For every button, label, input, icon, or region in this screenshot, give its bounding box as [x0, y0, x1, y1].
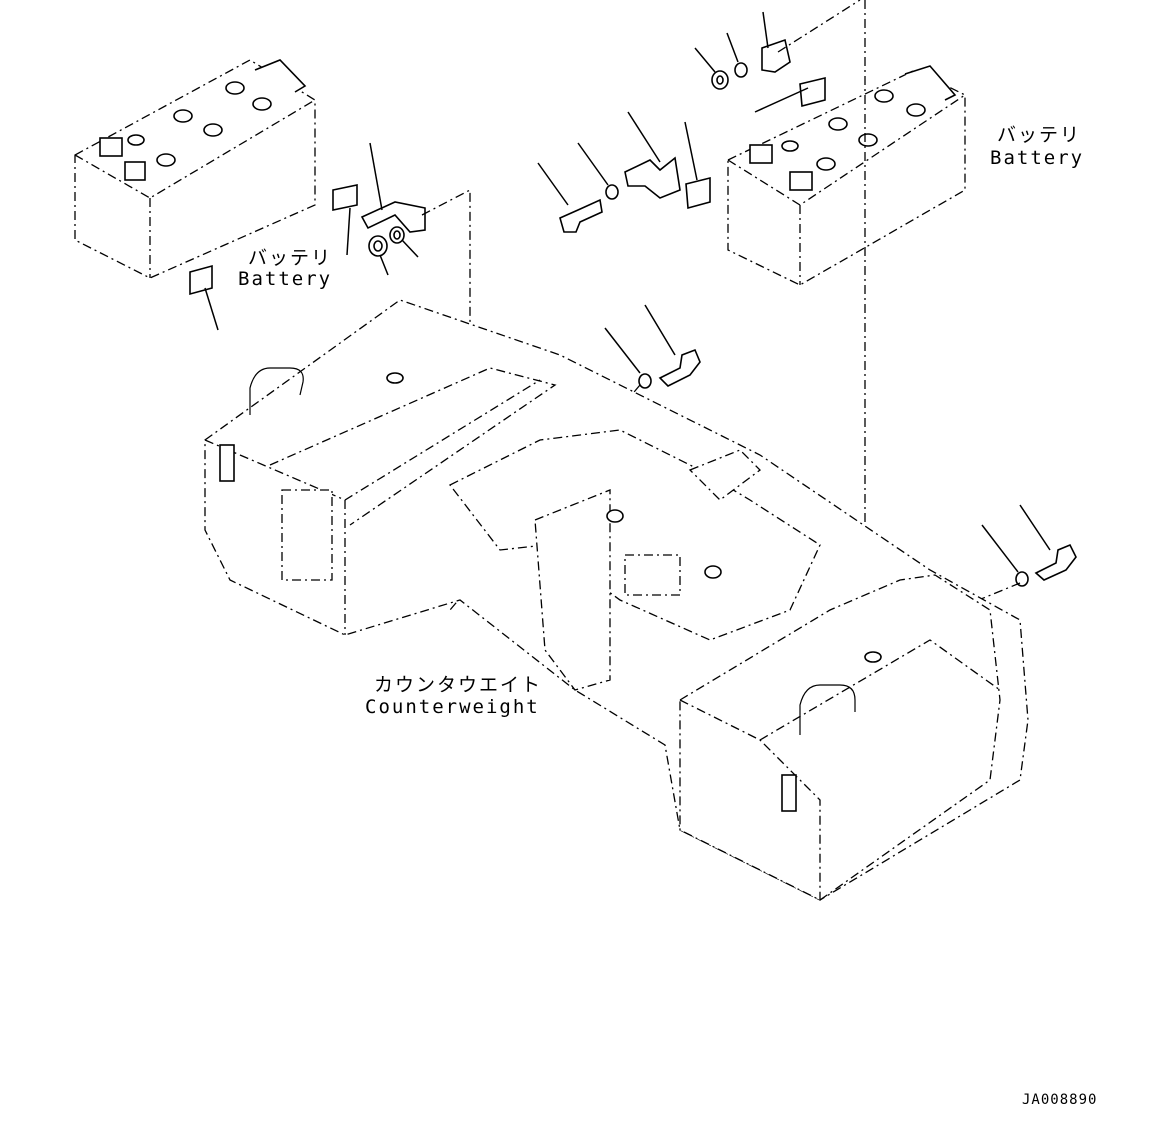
grommet-right-mid	[685, 176, 711, 210]
guide-line-right-top	[777, 0, 861, 53]
bolt-center	[658, 348, 701, 387]
washer-right-mid	[605, 184, 619, 200]
counterweight-label-en: Counterweight	[365, 696, 540, 718]
battery-left	[74, 59, 316, 279]
washer-far-right	[1015, 571, 1029, 587]
grommet-left-1	[332, 184, 358, 211]
counterweight	[204, 299, 1029, 901]
battery-left-label-jp: バッテリ	[248, 247, 333, 269]
grommet-right-top	[799, 76, 826, 108]
washer-center	[638, 373, 652, 389]
washer-left	[389, 226, 405, 244]
bracket-left	[360, 201, 426, 233]
bolt-far-right	[1034, 543, 1077, 581]
battery-right-label-en: Battery	[990, 147, 1085, 169]
leaders-right-top	[537, 11, 809, 206]
nut-right-top	[711, 70, 729, 90]
battery-right	[727, 65, 966, 286]
drawing-code: JA008890	[1022, 1092, 1098, 1108]
leaders-bolts	[604, 304, 1051, 573]
washer-right-top	[734, 62, 748, 78]
bolt-right-mid	[559, 198, 603, 233]
counterweight-label-jp: カウンタウエイト	[374, 674, 543, 696]
bracket-right-mid	[624, 156, 681, 199]
nut-left	[368, 235, 388, 257]
battery-left-label-en: Battery	[238, 268, 333, 290]
leaders-left	[204, 142, 419, 331]
grommet-left-2	[189, 264, 213, 296]
bracket-right-top	[761, 38, 791, 73]
battery-right-label-jp: バッテリ	[997, 124, 1082, 146]
